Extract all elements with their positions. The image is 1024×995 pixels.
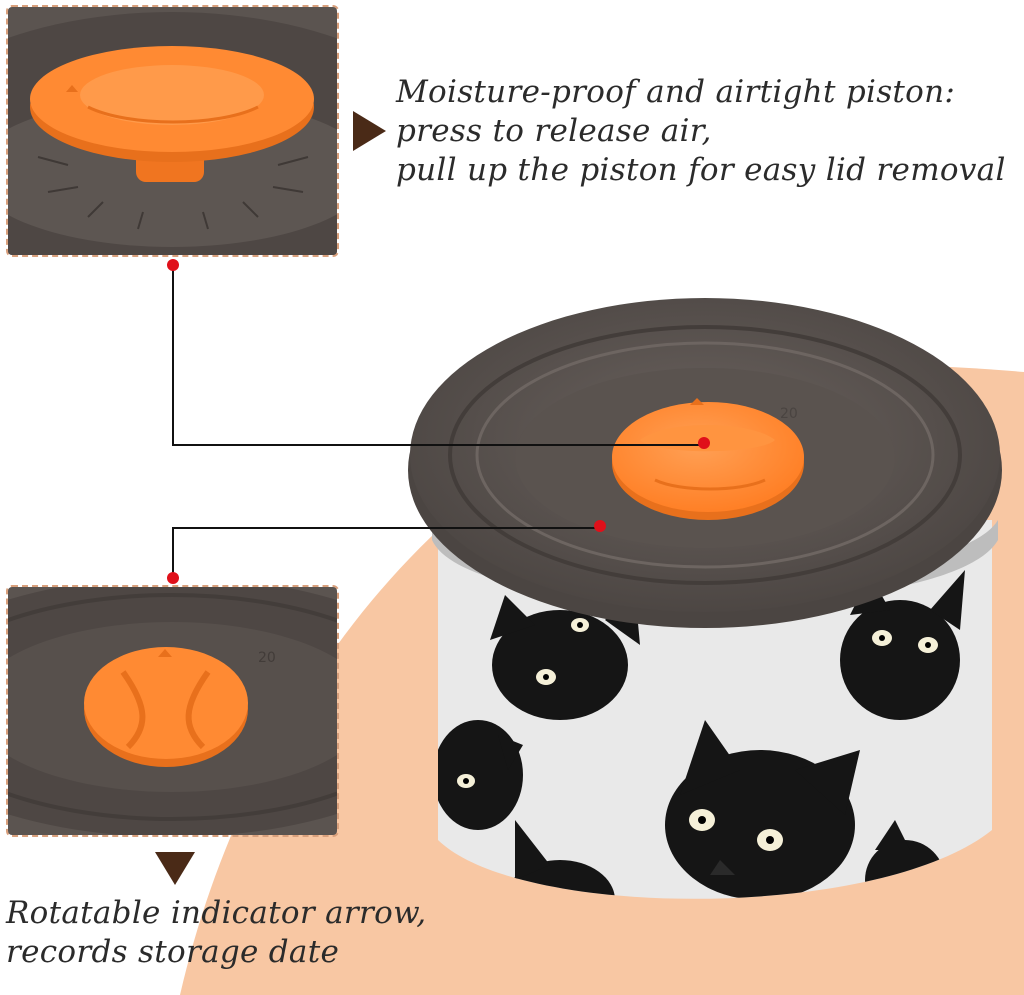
cat-head-icon [840,570,965,720]
piston-knob [612,398,804,520]
caption-line: Rotatable indicator arrow, [6,895,427,931]
caption-line: records storage date [6,934,340,970]
connector-indicator [172,527,600,578]
lid-dial-label: 20 [780,406,798,422]
connector-piston [172,265,704,446]
cat-head-icon [505,820,615,899]
cat-head-icon [665,720,860,899]
caption-line: press to release air, [396,113,712,149]
piston-closeup-thumbnail [6,5,339,257]
indicator-dial-label: 20 [258,650,276,666]
caption-line: pull up the piston for easy lid removal [396,152,1006,188]
triangle-right-icon [353,111,386,151]
pointer-dot [167,259,179,271]
indicator-closeup-thumbnail: 20 [6,585,339,837]
triangle-down-icon [155,852,195,885]
pointer-dot [594,520,606,532]
pointer-dot [698,437,710,449]
caption-line: Moisture-proof and airtight piston: [396,74,956,110]
connector-lines [167,259,710,584]
indicator-caption: Rotatable indicator arrow, records stora… [6,894,426,972]
tin-lid: 20 [408,298,1002,628]
cat-head-icon [438,720,523,830]
cat-pattern [438,570,965,899]
pointer-dot [167,572,179,584]
piston-caption: Moisture-proof and airtight piston: pres… [396,73,1006,190]
